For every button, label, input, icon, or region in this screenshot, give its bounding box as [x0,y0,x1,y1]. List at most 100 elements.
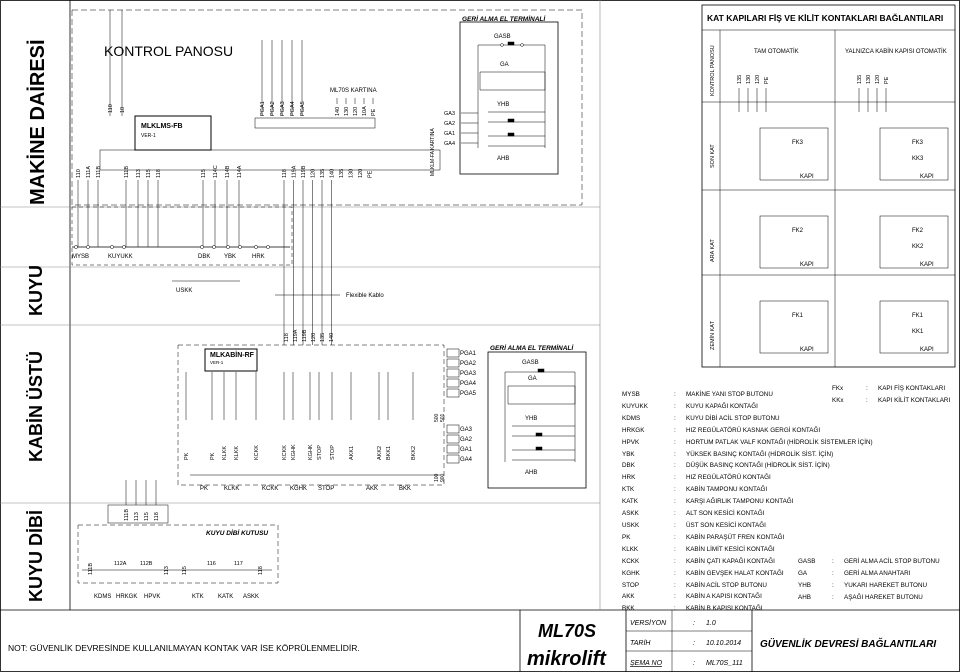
board-bottom-pin: 111B [124,166,130,178]
legend-text: KAPI KİLİT KONTAKLARI [878,396,951,404]
legend-row: YHB:YUKARI HAREKET BUTONU [798,580,940,592]
car-side-pin: 900 [440,473,446,482]
door-label: KAPI [800,347,814,353]
car-ga-pin: GA1 [460,447,473,453]
car-top-pin: 119B [302,329,308,342]
door-side-ground: ZEMİN KAT [709,320,716,350]
cp-ga-pin: GA1 [444,131,455,137]
legend-row: KUYUKK:KUYU KAPAĞI KONTAĞI [622,401,873,413]
car-contact-label: KGHK [308,444,314,460]
door-side-mid: ARA KAT [710,239,716,262]
board-bottom-pin: 118 [156,169,162,178]
legend-text: ALT SON KESİCİ KONTAĞI [686,510,765,518]
car-ga-pin: GA3 [460,427,473,433]
legend-row: KGHK:KABİN GEVŞEK HALAT KONTAĞI [622,568,873,580]
shaft-contact: MYSB [72,254,89,260]
legend-text: AŞAĞI HAREKET BUTONU [844,593,923,601]
model-name: ML70S [538,621,596,641]
legend-row: HRKGK:HIZ REGÜLATÖRÜ KASNAK GERGİ KONTAĞ… [622,425,873,437]
legend-row: ASKK:ALT SON KESİCİ KONTAĞI [622,508,873,520]
board-bottom-pin: 115 [201,169,207,178]
car-right-pin: PGA4 [460,381,477,387]
car-side-pin: 500 [434,413,440,422]
card-top-pin: PE [371,108,377,116]
brand-name: mikrolift [527,648,607,670]
car-contact-label: KCKK [282,445,288,460]
pit-contact-label: KATK [218,594,233,600]
board-name: MLKLMS-FB [141,123,183,130]
semi-title: YALNIZCA KABİN KAPISI OTOMATİK [845,48,947,55]
car-contact-label: PK [184,452,190,460]
car-contact-label: BKK2 [411,446,417,460]
terminal-bottom-pin: 135 [320,169,326,178]
legend-text: KABİN ÇATI KAPAĞI KONTAĞI [686,557,775,565]
door-wire-label: 130 [746,75,752,84]
pit-terminal: 112B [140,561,153,567]
terminal-bottom-pin: 119B [301,165,307,178]
pga-top-pin: PGA3 [280,101,286,116]
legend-code: YBK [622,450,635,458]
car-contact-label: AKK2 [377,446,383,460]
legend-code: KTK [622,486,635,494]
legend-code: GA [798,569,808,577]
rt-ahb-car: AHB [525,470,537,476]
door-wire-label: PE [884,76,890,84]
legend-row: AHB:AŞAĞI HAREKET BUTONU [798,592,940,604]
fa-card-label: MLKLM-FA KARTINA [430,128,436,176]
pit-box-pin: 111B [124,509,130,521]
legend-row: GASB:GERİ ALMA ACİL STOP BUTONU [798,556,940,568]
legend-text: KAPI FİŞ KONTAKLARI [878,385,946,392]
pit-terminal: 112A [114,561,127,567]
legend-row: KLKK:KABİN LİMİT KESİCİ KONTAĞI [622,544,873,556]
svg-text::: : [693,640,695,647]
legend-code: HRKGK [622,426,645,434]
terminal-bottom-pin: 135 [339,169,345,178]
legend-text: KABİN TAMPONU KONTAĞI [686,486,768,494]
door-label: KAPI [920,262,934,268]
car-bottom-label: STOP [318,486,334,492]
board-top-pin: 10 [120,107,126,113]
legend-code: PK [622,533,631,541]
car-right-pin: PGA5 [460,391,477,397]
legend-row: MYSB:MAKİNE YANI STOP BUTONU [622,389,873,401]
rt-ga-car: GA [528,376,537,382]
pit-box-pin: 113 [134,512,140,521]
legend-row: HRK:HIZ REGÜLATÖRÜ KONTAĞI [622,472,873,484]
door-wire-label: 135 [737,75,743,84]
board-bottom-pin: 110 [76,169,82,178]
board-version: VER-1 [141,133,156,139]
legend-row: USKK:ÜST SON KESİCİ KONTAĞI [622,520,873,532]
auto-title: TAM OTOMATİK [754,48,799,55]
door-wire-label: 135 [857,75,863,84]
car-contact-label: KCKK [254,445,260,460]
door-side-top: SON KAT [710,144,716,168]
pit-terminal: 115 [182,566,188,575]
legend-text: KUYU DİBİ ACİL STOP BUTONU [686,414,780,422]
cp-ga-pin: GA4 [444,141,455,147]
door-contact-right: KK3 [912,156,924,162]
pit-contact-label: HRKGK [116,594,137,600]
sheet-title: GÜVENLİK DEVRESİ BAĞLANTILARI [760,637,936,650]
legend-code: KDMS [622,414,641,422]
legend-code: BKK [622,605,635,613]
legend-text: GERİ ALMA ANAHTARI [844,569,911,577]
rt-gasb-car: GASB [522,360,539,366]
pit-box-title: KUYU DİBİ KUTUSU [206,529,268,537]
legend-row: DBK:DÜŞÜK BASINÇ KONTAĞI (HİDROLİK SİST.… [622,460,873,472]
door-wire-label: 130 [866,75,872,84]
door-wire-label: PE [764,76,770,84]
car-contact-label: BKK1 [386,446,392,460]
door-contact-right: FK2 [912,228,924,234]
svg-text::: : [693,620,695,627]
car-contact-label: KLKK [234,446,240,460]
board-bottom-pin: 114B [225,165,231,178]
